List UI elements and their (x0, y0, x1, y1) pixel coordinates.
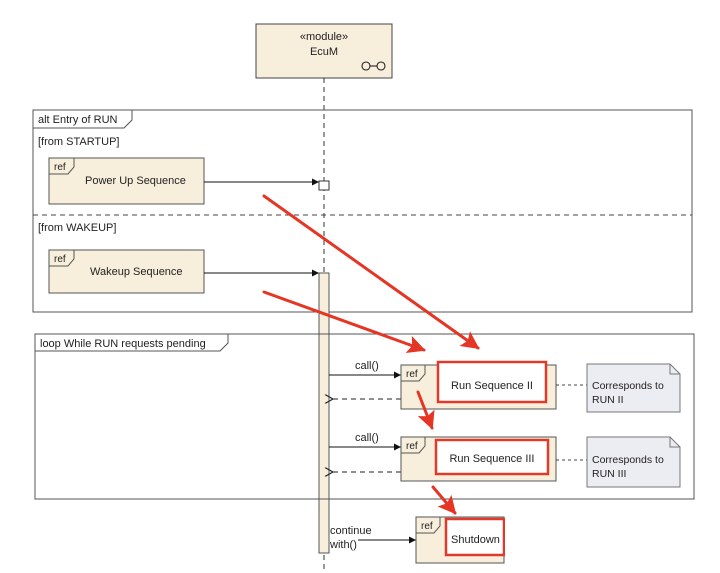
red-arrow-1 (262, 194, 480, 350)
note-run-iii: Corresponds to RUN III (586, 436, 681, 488)
note-run-iii-line2: RUN III (592, 468, 626, 480)
crop-mask (505, 510, 565, 570)
component-icon (361, 61, 386, 71)
ref-wakeup-label: Wakeup Sequence (90, 266, 183, 278)
continue-label-line1: continue (330, 525, 372, 537)
call-label-2: call() (355, 432, 379, 444)
alt-guard-startup: [from STARTUP] (38, 136, 120, 148)
ref-tag: ref (406, 441, 418, 452)
highlight-box (444, 517, 506, 557)
alt-fragment-label: alt Entry of RUN (38, 114, 118, 126)
lifeline-name: EcuM (310, 46, 338, 58)
annotation-arrows (262, 194, 480, 515)
lifeline-ecum: «module» EcuM (255, 23, 393, 79)
ref-tag: ref (406, 369, 418, 380)
ref-power-up-label: Power Up Sequence (85, 175, 186, 187)
loop-fragment: loop While RUN requests pending (34, 333, 695, 500)
activation-bar (318, 272, 330, 554)
ref-tag: ref (421, 521, 433, 532)
note-run-ii: Corresponds to RUN II (586, 363, 681, 413)
ref-power-up-sequence: ref Power Up Sequence (48, 157, 205, 205)
alt-fragment: alt Entry of RUN [from STARTUP] [from WA… (32, 109, 693, 313)
highlight-box (434, 438, 550, 476)
ref-tag: ref (54, 254, 66, 265)
ref-run-sequence-iii: ref Run Sequence III (400, 436, 557, 482)
ref-run-sequence-ii: ref Run Sequence II (400, 360, 557, 410)
ref-tag: ref (54, 162, 66, 173)
activation-small (318, 180, 330, 191)
call-label-1: call() (355, 360, 379, 372)
loop-fragment-label: loop While RUN requests pending (40, 338, 206, 350)
ref-wakeup-sequence: ref Wakeup Sequence (48, 249, 205, 294)
note-run-ii-line1: Corresponds to (592, 380, 664, 392)
ref-shutdown: ref Shutdown (415, 516, 506, 564)
highlight-box (436, 360, 548, 404)
red-arrow-2 (262, 290, 426, 353)
ref-shutdown-label: Shutdown (451, 534, 500, 546)
continue-label-line2: with() (329, 539, 357, 551)
alt-guard-wakeup: [from WAKEUP] (38, 222, 116, 234)
lifeline-stereotype: «module» (300, 31, 348, 43)
note-run-ii-line2: RUN II (592, 394, 624, 406)
red-arrow-3 (416, 390, 435, 430)
ref-run-ii-label: Run Sequence II (451, 380, 533, 392)
ref-run-iii-label: Run Sequence III (449, 453, 534, 465)
note-run-iii-line1: Corresponds to (592, 454, 664, 466)
red-arrow-4 (431, 485, 457, 515)
